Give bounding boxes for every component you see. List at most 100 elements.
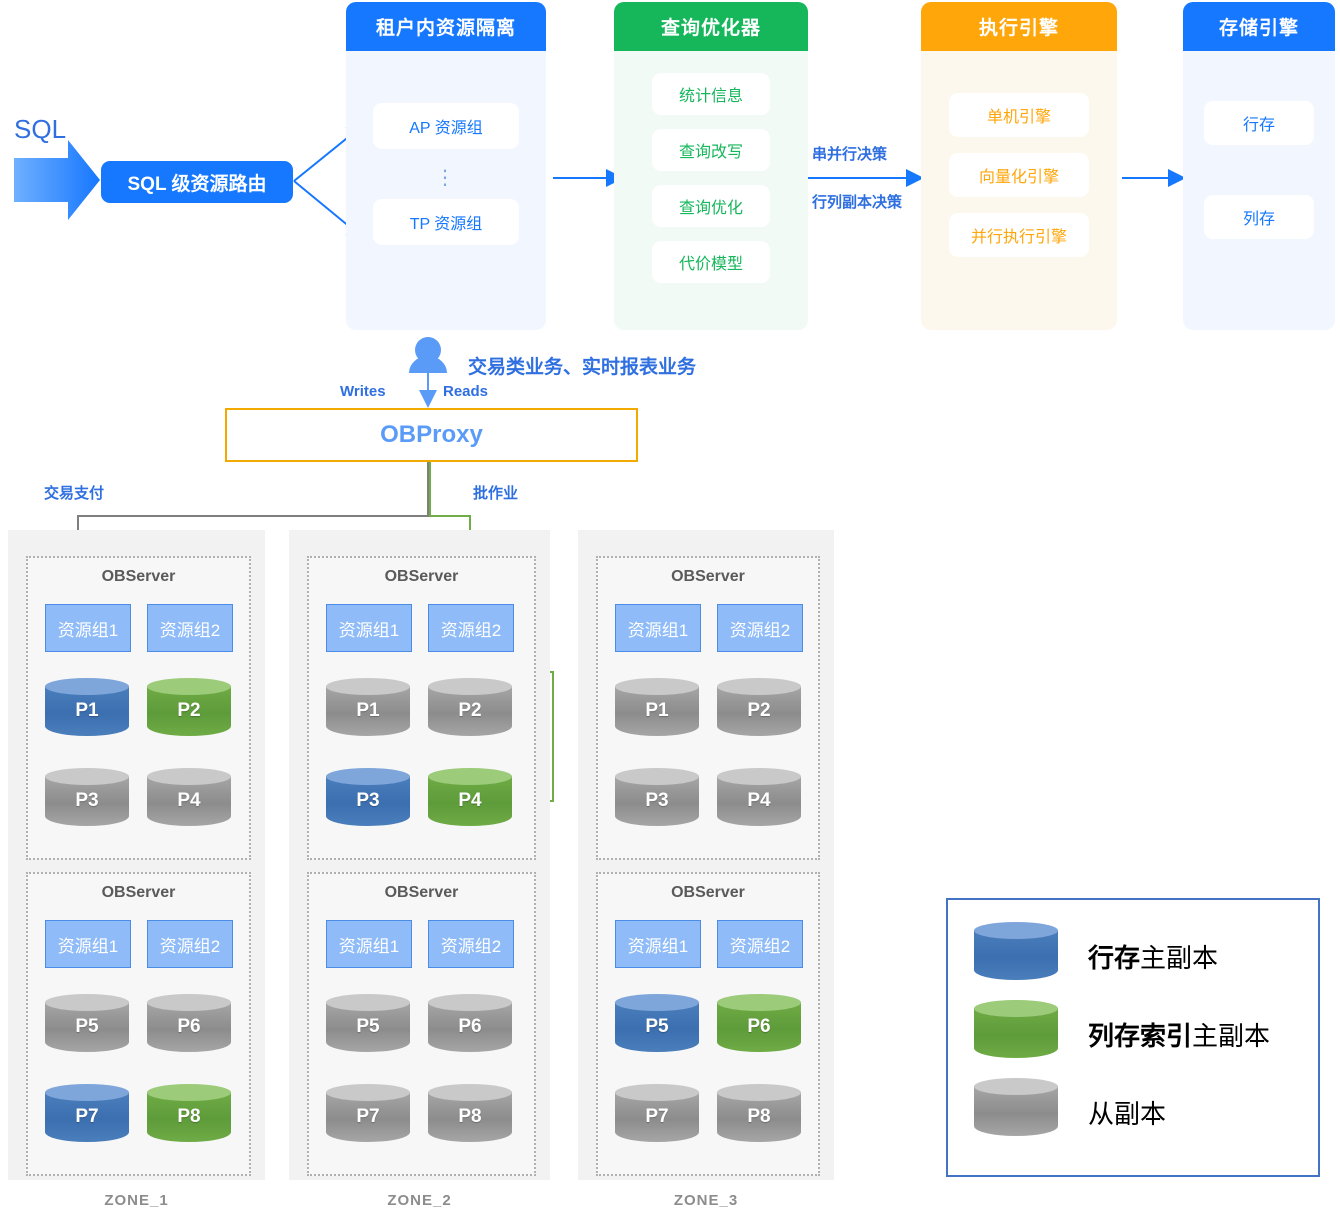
partition-P8[interactable]: P8 bbox=[428, 1084, 512, 1150]
cylinder-top-icon bbox=[326, 678, 410, 695]
chip-query-rewrite[interactable]: 查询改写 bbox=[652, 129, 770, 171]
card-storage-engine-title: 存储引擎 bbox=[1183, 2, 1335, 51]
flow-left-label: 交易支付 bbox=[44, 485, 105, 502]
cylinder-top-icon bbox=[717, 678, 801, 695]
chip-parallel-engine[interactable]: 并行执行引擎 bbox=[949, 213, 1089, 257]
chip-row-store[interactable]: 行存 bbox=[1204, 101, 1314, 145]
observer-label: OBServer bbox=[671, 884, 745, 901]
partition-label: P2 bbox=[458, 700, 482, 721]
partition-P2[interactable]: P2 bbox=[717, 678, 801, 744]
partition-label: P1 bbox=[645, 700, 669, 721]
chip-statistics[interactable]: 统计信息 bbox=[652, 73, 770, 115]
cylinder-top-icon bbox=[147, 768, 231, 785]
resource-group-2[interactable]: 资源组2 bbox=[717, 920, 803, 968]
flow-right-label: 批作业 bbox=[473, 485, 519, 502]
chip-query-optimization[interactable]: 查询优化 bbox=[652, 185, 770, 227]
zone-label: ZONE_3 bbox=[673, 1192, 739, 1209]
partition-P3[interactable]: P3 bbox=[615, 768, 699, 834]
partition-label: P7 bbox=[75, 1106, 99, 1127]
cylinder-top-icon bbox=[147, 1084, 231, 1101]
observer-label: OBServer bbox=[384, 884, 459, 901]
cylinder-top-icon bbox=[147, 678, 231, 695]
partition-P2[interactable]: P2 bbox=[428, 678, 512, 744]
partition-label: P4 bbox=[458, 790, 482, 811]
legend-label-column-primary: 列存索引主副本 bbox=[1088, 1021, 1271, 1051]
chip-ap-resource-group[interactable]: AP 资源组 bbox=[373, 103, 519, 149]
writes-label: Writes bbox=[340, 383, 386, 400]
resource-group-1[interactable]: 资源组1 bbox=[45, 604, 131, 652]
resource-group-1[interactable]: 资源组1 bbox=[45, 920, 131, 968]
resource-group-1[interactable]: 资源组1 bbox=[326, 604, 412, 652]
sql-resource-router[interactable]: SQL 级资源路由 bbox=[101, 161, 293, 203]
legend-panel: 行存主副本列存索引主副本从副本 bbox=[946, 898, 1320, 1177]
cylinder-top-icon bbox=[45, 678, 129, 695]
arrow-label-below: 行列副本决策 bbox=[812, 194, 903, 211]
partition-label: P6 bbox=[747, 1016, 771, 1037]
ellipsis-icon: ⋮ bbox=[435, 167, 457, 189]
card-tenant-isolation-title: 租户内资源隔离 bbox=[346, 2, 546, 51]
reads-label: Reads bbox=[443, 383, 489, 400]
cylinder-top-icon bbox=[428, 678, 512, 695]
resource-group-1[interactable]: 资源组1 bbox=[615, 604, 701, 652]
partition-P6[interactable]: P6 bbox=[428, 994, 512, 1060]
partition-P8[interactable]: P8 bbox=[147, 1084, 231, 1150]
observer-label: OBServer bbox=[101, 884, 176, 901]
cylinder-top-icon bbox=[615, 678, 699, 695]
partition-P1[interactable]: P1 bbox=[45, 678, 129, 744]
partition-P4[interactable]: P4 bbox=[147, 768, 231, 834]
resource-group-2[interactable]: 资源组2 bbox=[717, 604, 803, 652]
partition-P5[interactable]: P5 bbox=[615, 994, 699, 1060]
partition-P5[interactable]: P5 bbox=[45, 994, 129, 1060]
resource-group-2[interactable]: 资源组2 bbox=[428, 604, 514, 652]
cylinder-top-icon bbox=[428, 1084, 512, 1101]
zone-label: ZONE_1 bbox=[104, 1192, 169, 1209]
cylinder-top-icon bbox=[974, 922, 1058, 939]
obproxy-box[interactable]: OBProxy bbox=[225, 408, 638, 462]
resource-group-2[interactable]: 资源组2 bbox=[428, 920, 514, 968]
legend-cylinder-follower bbox=[974, 1078, 1058, 1144]
cylinder-top-icon bbox=[45, 768, 129, 785]
partition-P4[interactable]: P4 bbox=[428, 768, 512, 834]
partition-P6[interactable]: P6 bbox=[717, 994, 801, 1060]
resource-group-2[interactable]: 资源组2 bbox=[147, 604, 233, 652]
cylinder-top-icon bbox=[326, 768, 410, 785]
cylinder-top-icon bbox=[428, 994, 512, 1011]
partition-label: P8 bbox=[177, 1106, 201, 1127]
partition-label: P8 bbox=[747, 1106, 771, 1127]
chip-tp-resource-group[interactable]: TP 资源组 bbox=[373, 199, 519, 245]
card-execution-engine: 执行引擎 单机引擎 向量化引擎 并行执行引擎 bbox=[921, 2, 1117, 330]
partition-label: P5 bbox=[356, 1016, 380, 1037]
obproxy-label: OBProxy bbox=[380, 421, 483, 448]
chip-cost-model[interactable]: 代价模型 bbox=[652, 241, 770, 283]
resource-group-1[interactable]: 资源组1 bbox=[326, 920, 412, 968]
chip-vectorized-engine[interactable]: 向量化引擎 bbox=[949, 153, 1089, 197]
partition-label: P5 bbox=[645, 1016, 669, 1037]
partition-P2[interactable]: P2 bbox=[147, 678, 231, 744]
partition-P6[interactable]: P6 bbox=[147, 994, 231, 1060]
resource-group-1[interactable]: 资源组1 bbox=[615, 920, 701, 968]
partition-P7[interactable]: P7 bbox=[326, 1084, 410, 1150]
cylinder-top-icon bbox=[615, 994, 699, 1011]
partition-label: P3 bbox=[356, 790, 380, 811]
partition-label: P2 bbox=[747, 700, 771, 721]
partition-P3[interactable]: P3 bbox=[326, 768, 410, 834]
cylinder-top-icon bbox=[974, 1000, 1058, 1017]
resource-group-2[interactable]: 资源组2 bbox=[147, 920, 233, 968]
partition-P3[interactable]: P3 bbox=[45, 768, 129, 834]
chip-column-store[interactable]: 列存 bbox=[1204, 195, 1314, 239]
partition-P5[interactable]: P5 bbox=[326, 994, 410, 1060]
partition-label: P4 bbox=[747, 790, 771, 811]
chip-single-node-engine[interactable]: 单机引擎 bbox=[949, 93, 1089, 137]
legend-cylinder-column-primary bbox=[974, 1000, 1058, 1066]
cylinder-top-icon bbox=[615, 1084, 699, 1101]
partition-P7[interactable]: P7 bbox=[45, 1084, 129, 1150]
partition-P1[interactable]: P1 bbox=[615, 678, 699, 744]
partition-P7[interactable]: P7 bbox=[615, 1084, 699, 1150]
card-query-optimizer: 查询优化器 统计信息 查询改写 查询优化 代价模型 bbox=[614, 2, 808, 330]
partition-P8[interactable]: P8 bbox=[717, 1084, 801, 1150]
observer-label: OBServer bbox=[101, 568, 176, 585]
partition-label: P2 bbox=[177, 700, 201, 721]
partition-P1[interactable]: P1 bbox=[326, 678, 410, 744]
partition-P4[interactable]: P4 bbox=[717, 768, 801, 834]
observer-label: OBServer bbox=[384, 568, 459, 585]
